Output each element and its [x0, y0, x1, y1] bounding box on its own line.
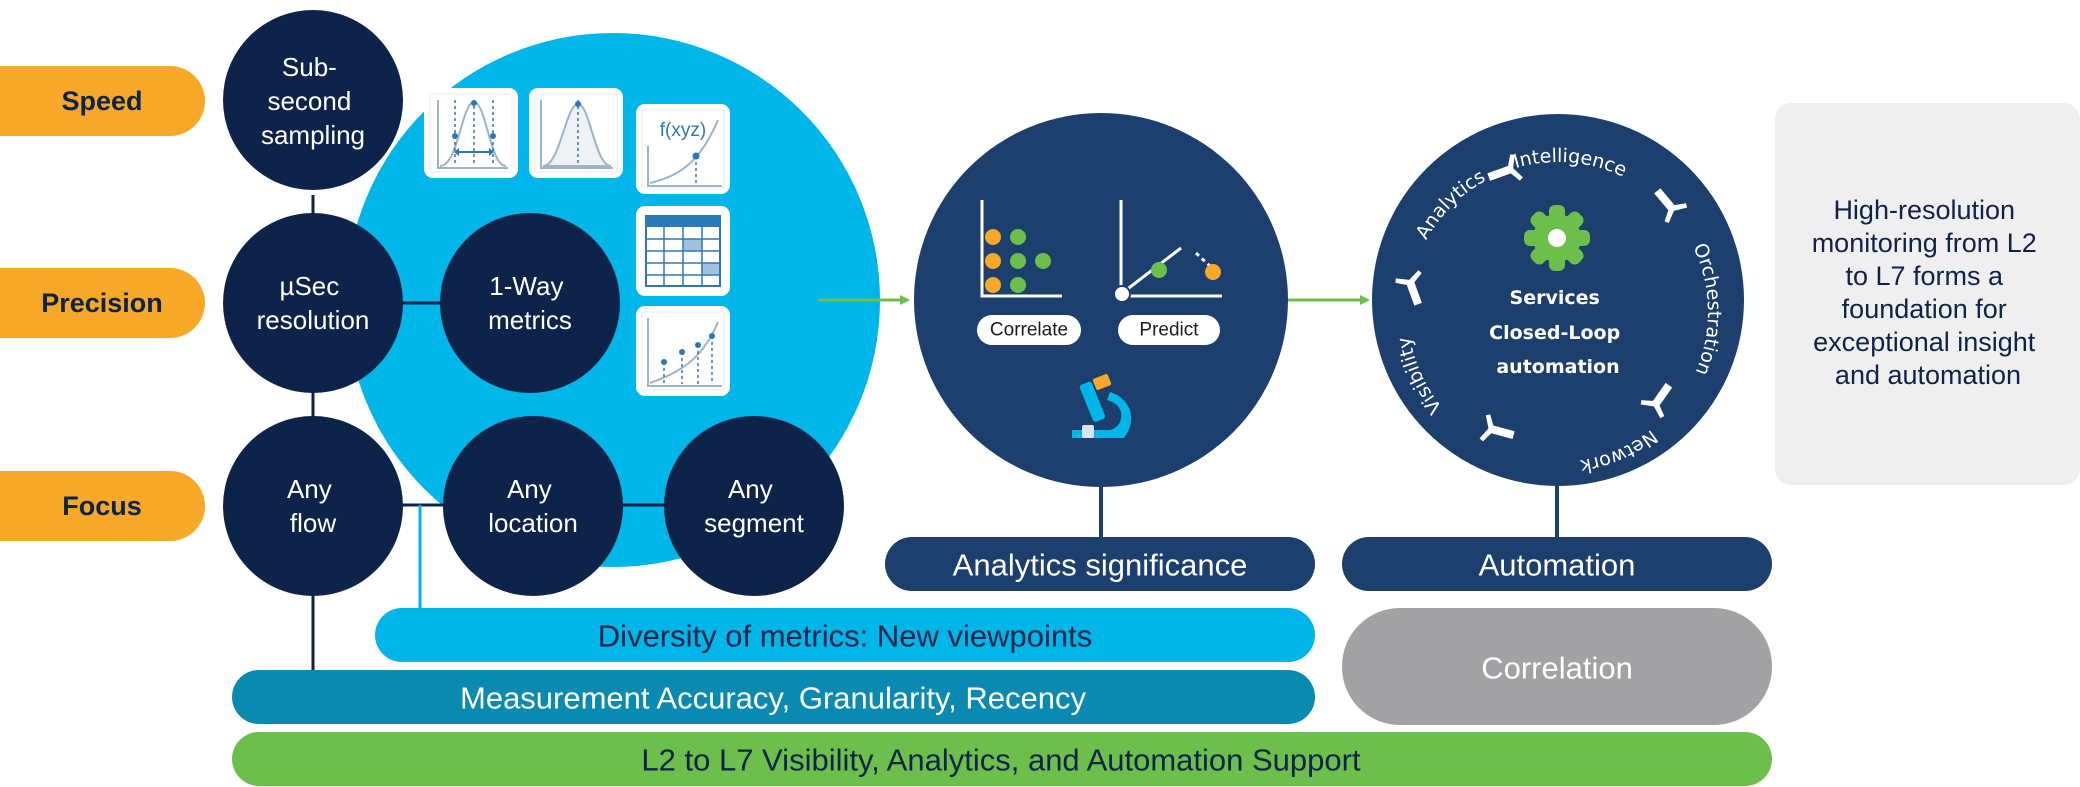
svg-text:µSec resolution: µSec resolution: [257, 271, 370, 335]
label-speed-text: Speed: [61, 86, 142, 116]
svg-text:1-Way metrics: 1-Way metrics: [488, 271, 572, 335]
automation-bar-label: Automation: [1479, 548, 1636, 583]
correlate-dot: [1010, 277, 1026, 293]
label-focus: Focus: [0, 471, 205, 541]
cycle-arrow-icon: [1395, 270, 1422, 306]
predict-label: Predict: [1139, 320, 1199, 341]
scatter-trend-icon: [636, 306, 730, 396]
diversity-of-metrics-bar: Diversity of metrics: New viewpoints: [375, 608, 1315, 662]
svg-text:Any flow: Any flow: [287, 474, 339, 538]
measurement-accuracy-bar: Measurement Accuracy, Granularity, Recen…: [232, 670, 1315, 724]
l2-l7-support-bar: L2 to L7 Visibility, Analytics, and Auto…: [232, 732, 1772, 786]
measurement-accuracy-label: Measurement Accuracy, Granularity, Recen…: [460, 681, 1086, 716]
summary-text: High-resolution monitoring from L2 to L7…: [1812, 195, 2045, 390]
node-any-location: Any location: [443, 416, 623, 596]
predict-origin-dot: [1113, 285, 1131, 303]
analytics-significance-bar: Analytics significance: [885, 537, 1315, 591]
diversity-of-metrics-label: Diversity of metrics: New viewpoints: [598, 619, 1092, 654]
bell-curve-range-icon: [424, 88, 518, 178]
correlate-dot: [985, 277, 1001, 293]
correlation-bar: Correlation: [1342, 608, 1772, 725]
microscope-icon: [1072, 374, 1132, 438]
correlate-dot: [985, 229, 1001, 245]
correlate-dot: [985, 253, 1001, 269]
correlation-label: Correlation: [1481, 651, 1633, 686]
node-usec-resolution: µSec resolution: [223, 213, 403, 393]
analytics-significance-label: Analytics significance: [953, 548, 1248, 583]
node-any-segment: Any segment: [664, 416, 844, 596]
correlate-dot: [1010, 253, 1026, 269]
analytics-circle: Correlate Predict: [914, 113, 1288, 487]
predict-dot: [1205, 264, 1221, 280]
node-one-way-metrics: 1-Way metrics: [440, 213, 620, 393]
cycle-arrow-icon: [1654, 188, 1688, 224]
bell-curve-icon: [529, 88, 623, 178]
function-curve-icon: f(xyz): [636, 104, 730, 194]
predict-pill: Predict: [1118, 315, 1220, 345]
gear-icon: [1524, 205, 1590, 271]
label-precision-text: Precision: [41, 288, 163, 318]
correlate-dot: [1010, 229, 1026, 245]
summary-panel: High-resolution monitoring from L2 to L7…: [1775, 103, 2080, 485]
label-focus-text: Focus: [62, 491, 142, 521]
svg-text:Any location: Any location: [488, 474, 578, 538]
automation-bar: Automation: [1342, 537, 1772, 591]
svg-text:Any segment: Any segment: [704, 474, 804, 538]
automation-center-text: Services Closed-Loop automation: [1489, 287, 1627, 378]
automation-circle: Intelligence Orchestration Network Visib…: [1372, 114, 1744, 486]
label-speed: Speed: [0, 66, 205, 136]
correlate-chart-axes: [980, 200, 1062, 298]
cycle-arrow-icon: [1479, 414, 1515, 442]
label-precision: Precision: [0, 268, 205, 338]
cycle-arrow-icon: [1640, 382, 1673, 419]
predict-dot: [1151, 262, 1167, 278]
node-any-flow: Any flow: [223, 416, 403, 596]
cycle-arrow-icon: [1487, 154, 1523, 181]
function-label: f(xyz): [660, 120, 706, 141]
correlate-dot: [1035, 253, 1051, 269]
l2-l7-support-label: L2 to L7 Visibility, Analytics, and Auto…: [641, 743, 1361, 778]
correlate-pill: Correlate: [977, 315, 1081, 345]
svg-text:Sub- second sampli: Sub- second sampling: [261, 52, 365, 150]
correlate-label: Correlate: [990, 320, 1068, 341]
node-sub-second-sampling: Sub- second sampling: [223, 10, 403, 190]
table-grid-icon: [636, 206, 730, 296]
